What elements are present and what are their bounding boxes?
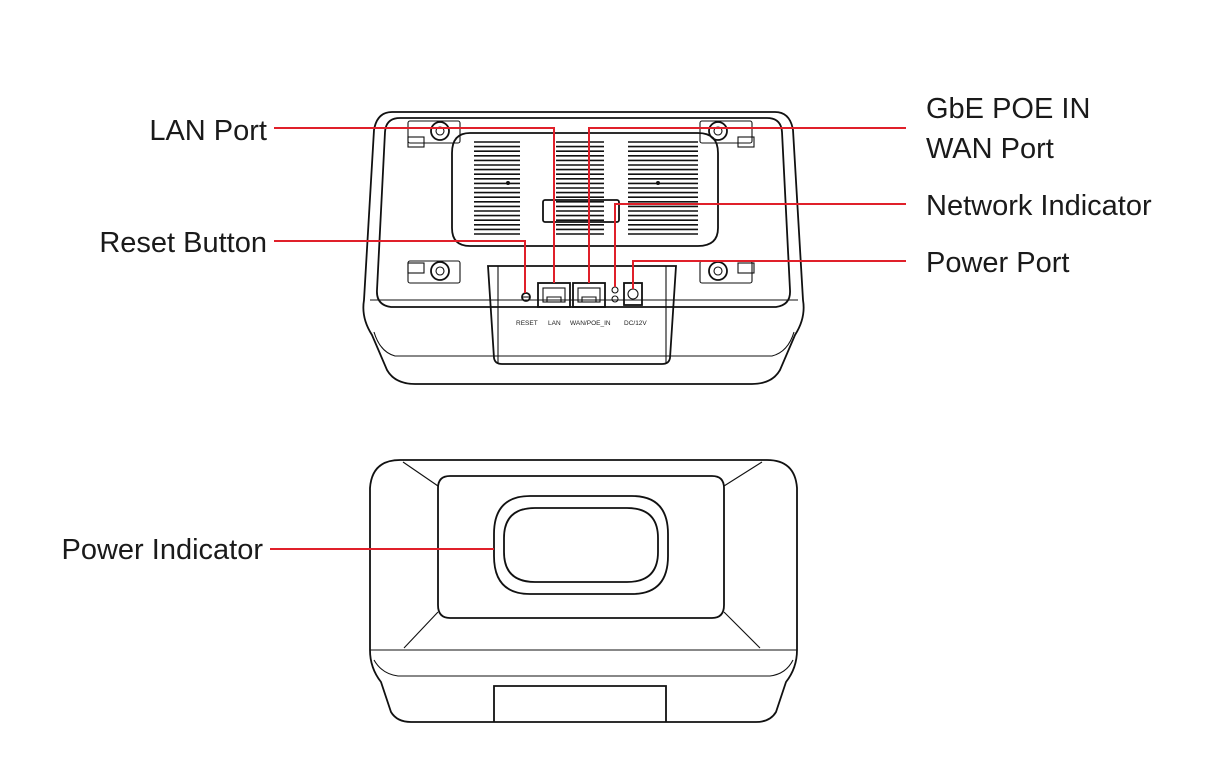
lan-port <box>537 282 571 308</box>
leader-lines <box>270 127 906 550</box>
callout-lan-port: LAN Port <box>149 115 267 147</box>
leader-gbe-poe-in <box>588 127 906 283</box>
top-plateau <box>437 475 725 619</box>
top-body-outline <box>369 459 798 723</box>
vent-slots <box>474 141 698 235</box>
port-label-wan: WAN/POE_IN <box>570 320 611 327</box>
mount-screw-bottom-right <box>699 260 755 284</box>
callout-wan-port: WAN Port <box>926 133 1054 165</box>
port-panel <box>487 265 677 365</box>
port-label-lan: LAN <box>548 320 561 327</box>
wan-poe-port <box>572 282 606 308</box>
device-body-outline <box>362 111 805 385</box>
vent-plate <box>451 132 719 247</box>
port-label-reset: RESET <box>516 320 538 327</box>
mount-screw-top-left <box>407 120 461 148</box>
callout-gbe-poe-in: GbE POE IN <box>926 93 1090 125</box>
device-bottom-view: RESET LAN WAN/POE_IN DC/12V <box>362 111 805 385</box>
base-notch <box>493 685 667 722</box>
network-indicator-window <box>542 199 620 223</box>
port-label-dc: DC/12V <box>624 320 647 327</box>
callout-power-port: Power Port <box>926 247 1069 279</box>
power-indicator-ring <box>493 495 669 595</box>
mount-screw-bottom-left <box>407 260 461 284</box>
device-top-view <box>369 459 798 723</box>
callout-reset-button: Reset Button <box>99 227 267 259</box>
device-inner-panel <box>376 117 791 308</box>
power-indicator-lens <box>503 507 659 583</box>
callout-network-indicator: Network Indicator <box>926 190 1152 222</box>
leader-reset-button <box>274 240 526 293</box>
leader-power-port <box>632 260 906 289</box>
leader-network-indicator <box>614 203 906 287</box>
leader-lan-port <box>274 127 555 283</box>
callout-power-indicator: Power Indicator <box>62 534 264 566</box>
